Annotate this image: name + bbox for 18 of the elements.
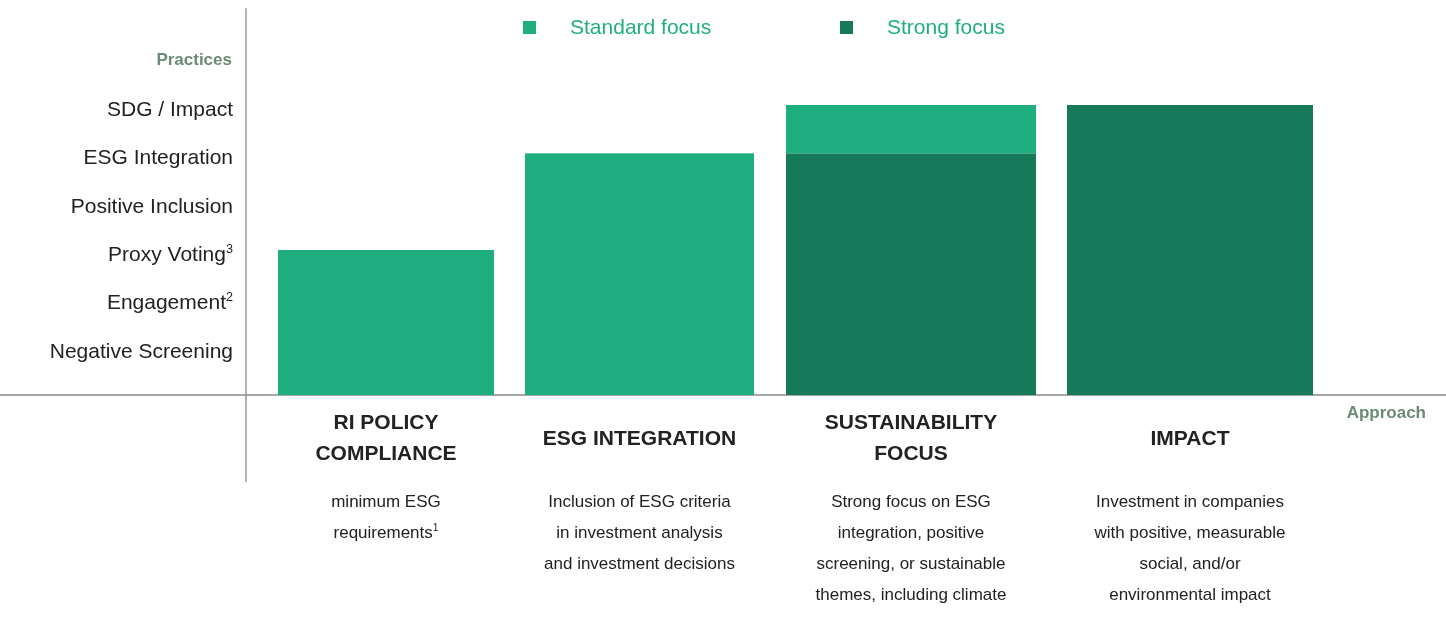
description-text: Strong focus on ESG integration, positive screening, or sustainable themes, including climate xyxy=(814,491,1008,606)
tick-label: Positive Inclusion xyxy=(70,193,233,218)
description-text: Inclusion of ESG criteria in investment analysis and investment decisions xyxy=(543,491,736,575)
category-label: IMPACT xyxy=(1149,424,1231,451)
description-text: Investment in companies with positive, measurable social, and/or environmental impact xyxy=(1093,491,1287,606)
axis-title: Approach xyxy=(1346,403,1426,423)
tick-label: SDG / Impact xyxy=(106,97,233,121)
tick-label: Proxy Voting$^{3}$ xyxy=(108,242,233,266)
description-text: minimum ESG requirements$^{1}$ xyxy=(330,491,442,544)
tick-label: Negative Screening xyxy=(49,338,233,363)
axis-title: Practices xyxy=(156,50,232,70)
legend-label: Standard focus xyxy=(570,15,712,39)
tick-label: ESG Integration xyxy=(83,145,233,170)
category-label: ESG INTEGRATION xyxy=(541,424,738,451)
category-label: SUSTAINABILITY FOCUS xyxy=(823,409,999,466)
category-label: RI POLICY COMPLIANCE xyxy=(314,409,458,466)
legend-label: Strong focus xyxy=(887,15,1005,39)
tick-label: Engagement$^{2}$ xyxy=(106,290,233,315)
